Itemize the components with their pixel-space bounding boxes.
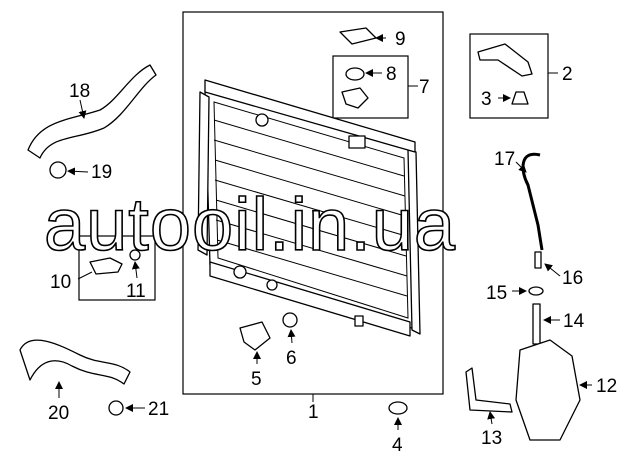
callout-11: 11 bbox=[126, 281, 146, 302]
callout-6: 6 bbox=[286, 348, 297, 369]
part-19-clamp bbox=[49, 161, 67, 179]
part-7-mount bbox=[341, 87, 369, 109]
part-12-reserve-tank bbox=[515, 339, 581, 441]
mount-group-box bbox=[332, 55, 409, 119]
part-11-o-ring bbox=[129, 249, 141, 261]
drain-group-box bbox=[78, 235, 156, 301]
part-3-grommet bbox=[511, 91, 529, 105]
callout-20: 20 bbox=[48, 403, 69, 424]
callout-10: 10 bbox=[50, 272, 71, 293]
part-10-drain-plug bbox=[89, 257, 123, 275]
callout-12: 12 bbox=[596, 376, 617, 397]
callout-4: 4 bbox=[392, 435, 403, 456]
part-16-bolt bbox=[534, 251, 542, 269]
callout-3: 3 bbox=[481, 89, 492, 110]
callout-8: 8 bbox=[386, 64, 397, 85]
bracket-group-box bbox=[469, 33, 549, 119]
part-4-clip bbox=[388, 401, 408, 415]
part-15-washer bbox=[528, 286, 544, 296]
part-21-clamp bbox=[108, 400, 124, 416]
callout-2: 2 bbox=[562, 64, 573, 85]
leader-lines bbox=[55, 34, 592, 430]
callout-18: 18 bbox=[69, 81, 90, 102]
part-8-grommet bbox=[345, 67, 365, 81]
callout-9: 9 bbox=[395, 29, 406, 50]
callout-14: 14 bbox=[563, 311, 585, 332]
part-17-tube bbox=[521, 152, 544, 251]
part-14-collar bbox=[532, 303, 541, 345]
callout-19: 19 bbox=[91, 162, 112, 183]
part-13-tank-bracket bbox=[465, 367, 513, 413]
radiator bbox=[197, 79, 421, 337]
part-18-upper-hose bbox=[27, 64, 157, 159]
watermark: autooil.in.ua bbox=[44, 183, 456, 266]
callout-17: 17 bbox=[494, 149, 515, 170]
part-9-cushion bbox=[339, 27, 377, 45]
callout-1: 1 bbox=[308, 402, 319, 423]
callout-7: 7 bbox=[419, 77, 430, 98]
callout-15: 15 bbox=[486, 283, 507, 304]
part-5-drain-cock bbox=[239, 321, 271, 351]
part-2-bracket bbox=[477, 43, 533, 77]
callout-16: 16 bbox=[562, 268, 583, 289]
callout-21: 21 bbox=[148, 399, 169, 420]
callout-13: 13 bbox=[481, 428, 502, 449]
callout-5: 5 bbox=[251, 369, 262, 390]
part-20-lower-hose bbox=[19, 339, 131, 385]
part-6-o-ring bbox=[282, 312, 298, 328]
